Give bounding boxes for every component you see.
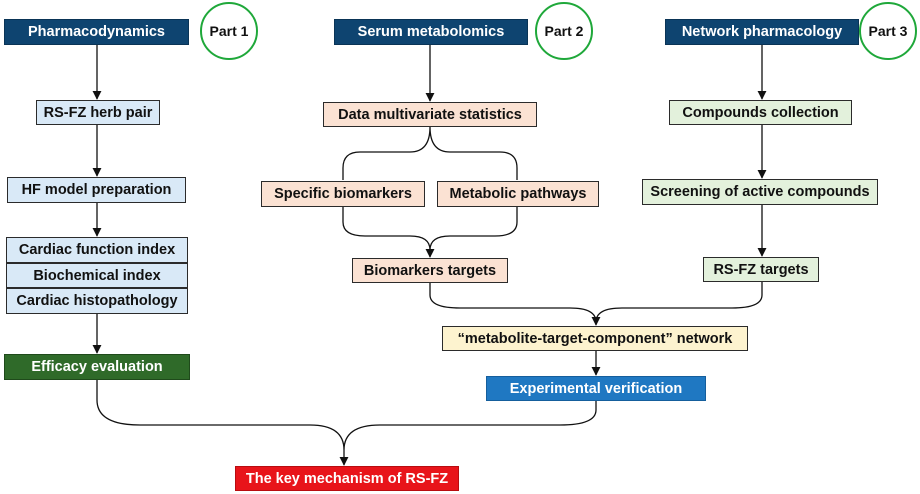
compounds-box: Compounds collection — [669, 100, 852, 125]
serum-metabolomics-box: Serum metabolomics — [334, 19, 528, 45]
metabolic-pathways-box: Metabolic pathways — [437, 181, 599, 207]
part-3-label: Part 3 — [868, 23, 908, 39]
network-pharmacology-label: Network pharmacology — [681, 24, 843, 40]
part-3-circle: Part 3 — [859, 2, 917, 60]
network-label: “metabolite-target-component” network — [457, 330, 733, 347]
network-pharmacology-box: Network pharmacology — [665, 19, 859, 45]
brace-targets-merge — [429, 282, 763, 323]
efficacy-label: Efficacy evaluation — [31, 359, 163, 375]
network-box: “metabolite-target-component” network — [442, 326, 748, 351]
herb-pair-label: RS-FZ herb pair — [43, 104, 153, 121]
pharmacodynamics-label: Pharmacodynamics — [27, 24, 165, 40]
serum-metabolomics-label: Serum metabolomics — [357, 24, 505, 40]
herb-pair-box: RS-FZ herb pair — [36, 100, 160, 125]
verification-label: Experimental verification — [509, 380, 683, 397]
brace-final-merge — [96, 380, 597, 451]
biomarker-targets-label: Biomarkers targets — [363, 262, 497, 279]
histopathology-box: Cardiac histopathology — [6, 288, 188, 314]
pharmacodynamics-box: Pharmacodynamics — [4, 19, 189, 45]
metabolic-pathways-label: Metabolic pathways — [449, 186, 587, 202]
mechanism-box: The key mechanism of RS-FZ — [235, 466, 459, 491]
hf-model-box: HF model preparation — [7, 177, 186, 203]
rsfz-targets-box: RS-FZ targets — [703, 257, 819, 282]
cardiac-function-box: Cardiac function index — [6, 237, 188, 263]
specific-biomarkers-box: Specific biomarkers — [261, 181, 425, 207]
part-2-circle: Part 2 — [535, 2, 593, 60]
specific-biomarkers-label: Specific biomarkers — [274, 186, 412, 202]
verification-box: Experimental verification — [486, 376, 706, 401]
biochemical-label: Biochemical index — [33, 267, 161, 284]
screening-label: Screening of active compounds — [650, 184, 870, 200]
statistics-box: Data multivariate statistics — [323, 102, 537, 127]
brace-statistics-split — [342, 126, 518, 180]
rsfz-targets-label: RS-FZ targets — [713, 261, 809, 278]
hf-model-label: HF model preparation — [21, 182, 172, 198]
cardiac-function-label: Cardiac function index — [18, 242, 176, 258]
part-1-label: Part 1 — [209, 23, 249, 39]
part-2-label: Part 2 — [544, 23, 584, 39]
screening-box: Screening of active compounds — [642, 179, 878, 205]
brace-biomarker-merge — [342, 207, 518, 251]
part-1-circle: Part 1 — [200, 2, 258, 60]
mechanism-label: The key mechanism of RS-FZ — [245, 470, 449, 487]
statistics-label: Data multivariate statistics — [338, 106, 522, 123]
histopathology-label: Cardiac histopathology — [16, 293, 178, 309]
efficacy-box: Efficacy evaluation — [4, 354, 190, 380]
biomarker-targets-box: Biomarkers targets — [352, 258, 508, 283]
biochemical-box: Biochemical index — [6, 263, 188, 288]
compounds-label: Compounds collection — [682, 104, 839, 121]
